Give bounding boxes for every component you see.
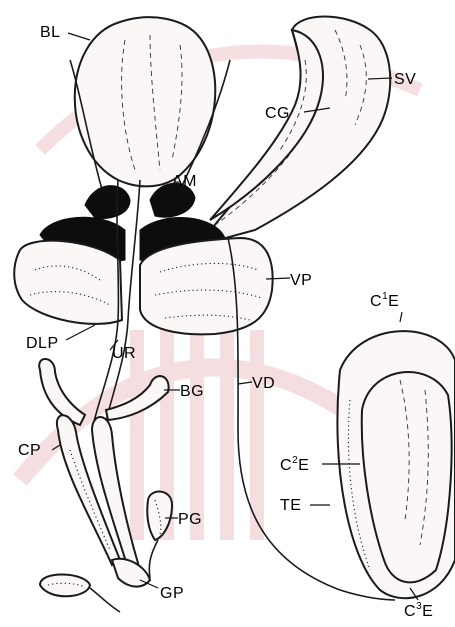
label-dlp: DLP <box>26 335 59 352</box>
bladder <box>70 17 230 200</box>
label-pg: PG <box>178 511 202 528</box>
label-ur: UR <box>112 345 136 362</box>
label-vp: VP <box>290 272 312 289</box>
watermark-bar-4 <box>220 310 234 540</box>
label-bl: BL <box>40 24 61 41</box>
label-vd: VD <box>252 375 275 392</box>
label-sv: SV <box>394 71 416 88</box>
label-c2e-end: E <box>298 457 309 474</box>
label-c1e-main: C <box>370 293 382 310</box>
label-c1e-end: E <box>388 293 399 310</box>
label-bg: BG <box>180 383 204 400</box>
label-te: TE <box>280 497 301 514</box>
label-cp: CP <box>18 442 41 459</box>
penis-crura <box>57 415 140 575</box>
label-c1e: C1E <box>370 291 399 310</box>
ventral-prostate <box>140 238 273 334</box>
label-gp: GP <box>160 585 184 602</box>
label-c3e-main: C <box>404 603 416 620</box>
epididymis-testis <box>337 331 455 598</box>
watermark-bar-3 <box>190 300 204 540</box>
label-cg: CG <box>265 105 290 122</box>
watermark-bar-5 <box>250 330 264 540</box>
label-c2e-main: C <box>280 457 292 474</box>
label-am: AM <box>172 173 197 190</box>
label-c3e: C3E <box>404 601 433 620</box>
label-c2e: C2E <box>280 455 309 474</box>
label-c3e-end: E <box>422 603 433 620</box>
